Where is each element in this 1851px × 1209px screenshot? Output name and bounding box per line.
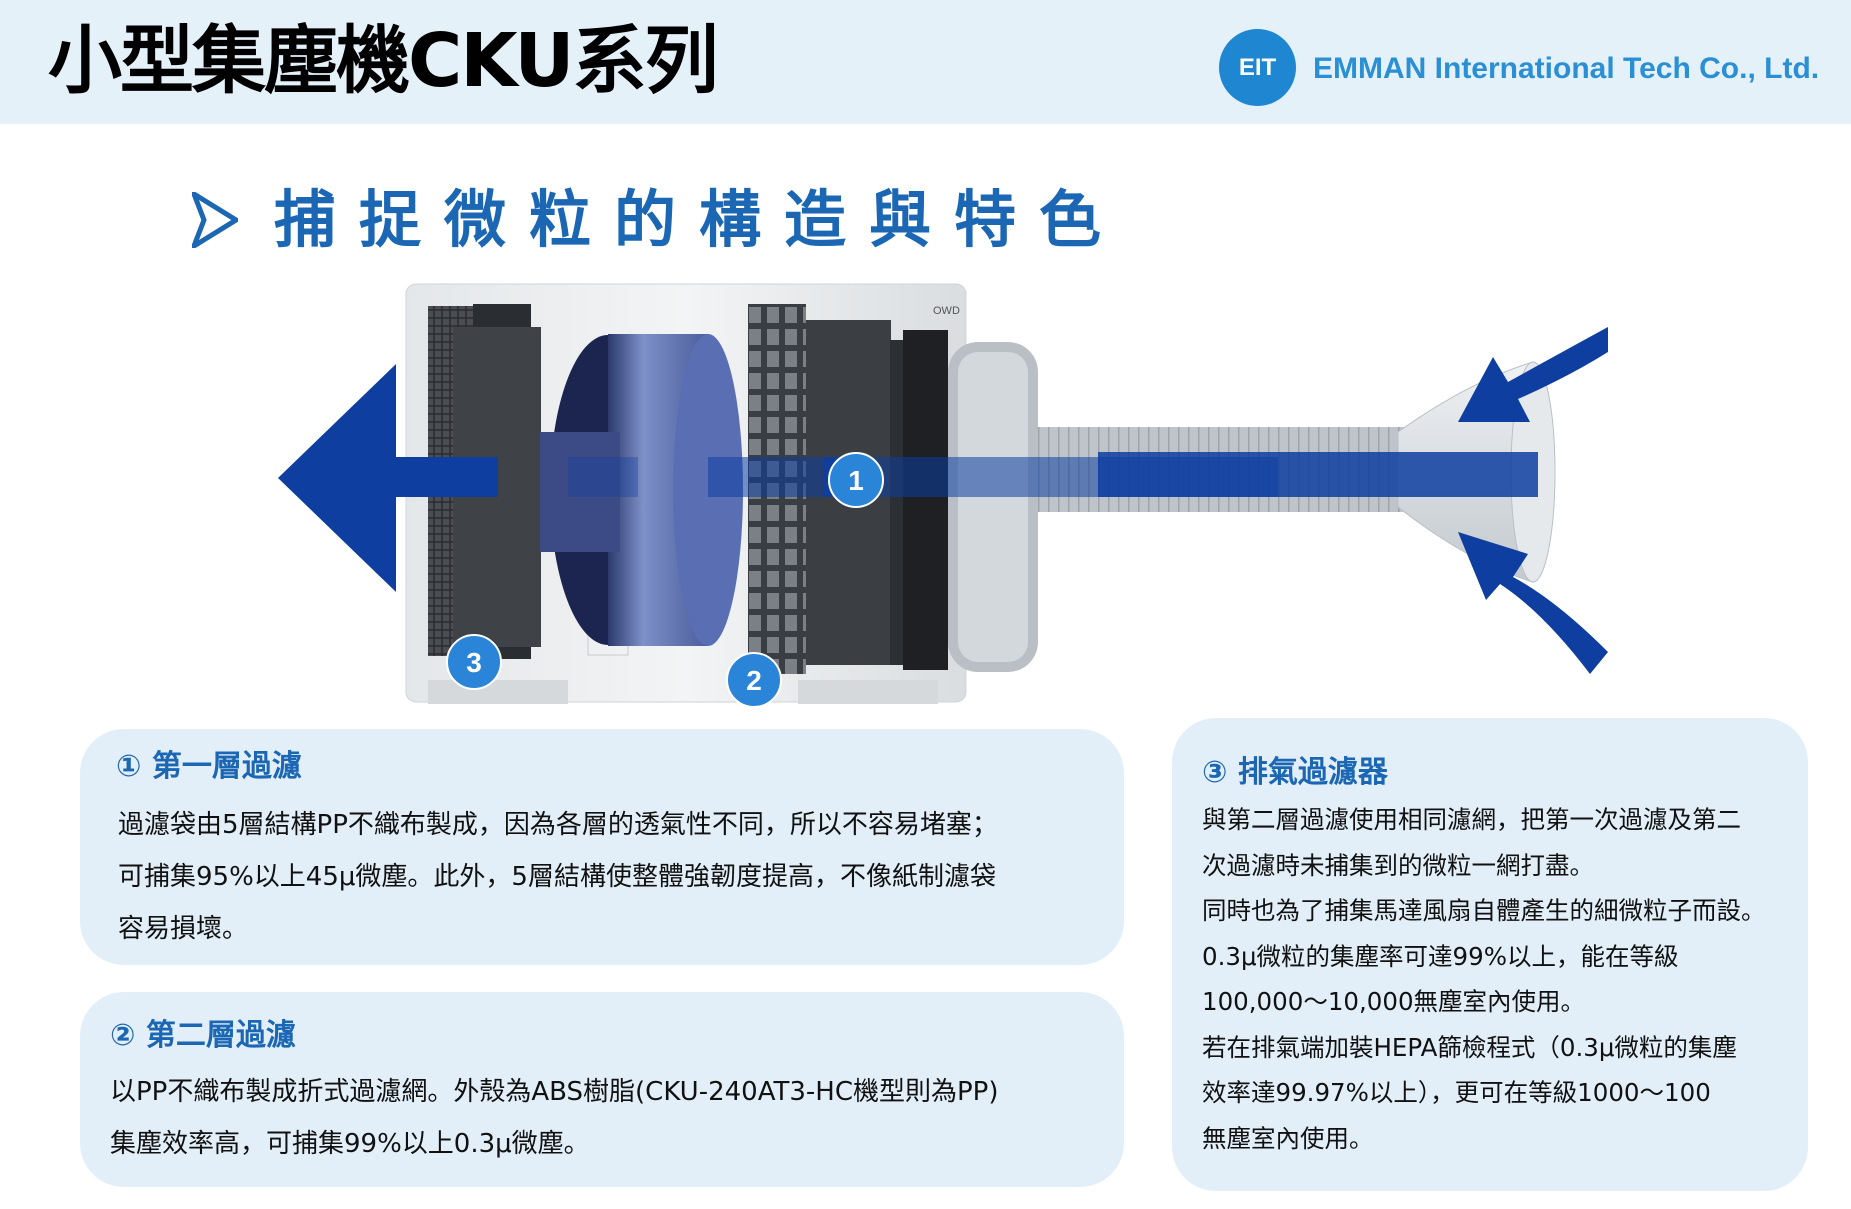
badge-1: 1 — [828, 452, 884, 508]
card-second-filter: ② 第二層過濾 以PP不織布製成折式過濾網。外殼為ABS樹脂(CKU-240AT… — [80, 992, 1124, 1187]
card-body: 以PP不織布製成折式過濾網。外殼為ABS樹脂(CKU-240AT3-HC機型則為… — [110, 1066, 999, 1170]
card-line: 集塵效率高，可捕集99%以上0.3μ微塵。 — [110, 1129, 590, 1159]
inflow-arrow-bottom-icon — [1458, 532, 1608, 674]
card-body: 過濾袋由5層結構PP不織布製成，因為各層的透氣性不同，所以不容易堵塞； 可捕集9… — [118, 799, 998, 955]
card-line: 與第二層過濾使用相同濾網，把第一次過濾及第二 — [1202, 805, 1741, 834]
first-filter-bag — [890, 330, 1038, 672]
brand-mark: OWD — [933, 305, 960, 317]
card-line: 可捕集95%以上45μ微塵。此外，5層結構使整體強韌度提高，不像紙制濾袋 — [118, 862, 996, 892]
card-title: ③ 排氣過濾器 — [1202, 755, 1388, 790]
svg-text:3: 3 — [466, 647, 482, 678]
card-line: 同時也為了捕集馬達風扇自體產生的細微粒子而設。 — [1202, 896, 1766, 925]
card-exhaust-filter: ③ 排氣過濾器 與第二層過濾使用相同濾網，把第一次過濾及第二 次過濾時未捕集到的… — [1172, 718, 1808, 1191]
card-line: 次過濾時未捕集到的微粒一網打盡。 — [1202, 850, 1594, 880]
card-line: 0.3μ微粒的集塵率可達99%以上，能在等級 — [1202, 941, 1679, 971]
card-line: 若在排氣端加裝HEPA篩檢程式（0.3μ微粒的集塵 — [1202, 1032, 1737, 1062]
svg-text:2: 2 — [746, 665, 762, 696]
airflow-stream — [278, 364, 1538, 592]
card-line: 容易損壞。 — [118, 914, 249, 944]
company-logo: EIT — [1219, 29, 1296, 106]
card-body: 與第二層過濾使用相同濾網，把第一次過濾及第二 次過濾時未捕集到的微粒一網打盡。 … — [1202, 797, 1766, 1161]
card-first-filter: ① 第一層過濾 過濾袋由5層結構PP不織布製成，因為各層的透氣性不同，所以不容易… — [80, 729, 1124, 965]
arrow-bullet-icon — [192, 192, 238, 248]
card-line: 以PP不織布製成折式過濾網。外殼為ABS樹脂(CKU-240AT3-HC機型則為… — [110, 1077, 999, 1107]
card-line: 無塵室內使用。 — [1202, 1123, 1374, 1153]
badge-2: 2 — [726, 652, 782, 708]
header-bar: 小型集塵機CKU系列 EIT EMMAN International Tech … — [0, 0, 1851, 124]
company-name: EMMAN International Tech Co., Ltd. — [1313, 52, 1820, 85]
inflow-arrow-top-icon — [1458, 327, 1608, 422]
card-line: 過濾袋由5層結構PP不織布製成，因為各層的透氣性不同，所以不容易堵塞； — [118, 810, 998, 840]
card-title: ② 第二層過濾 — [110, 1018, 296, 1053]
dust-collector-diagram: OWD — [278, 283, 1608, 708]
motor-fan — [540, 334, 743, 646]
exhaust-arrow-icon — [278, 364, 396, 592]
card-line: 100,000～10,000無塵室內使用。 — [1202, 987, 1586, 1016]
card-line: 效率達99.97%以上），更可在等級1000～100 — [1202, 1078, 1711, 1107]
badge-3: 3 — [446, 634, 502, 690]
svg-text:1: 1 — [848, 465, 864, 496]
section-title: 捕捉微粒的構造與特色 — [274, 183, 1125, 256]
card-title: ① 第一層過濾 — [116, 749, 302, 784]
page-title: 小型集塵機CKU系列 — [48, 18, 718, 104]
